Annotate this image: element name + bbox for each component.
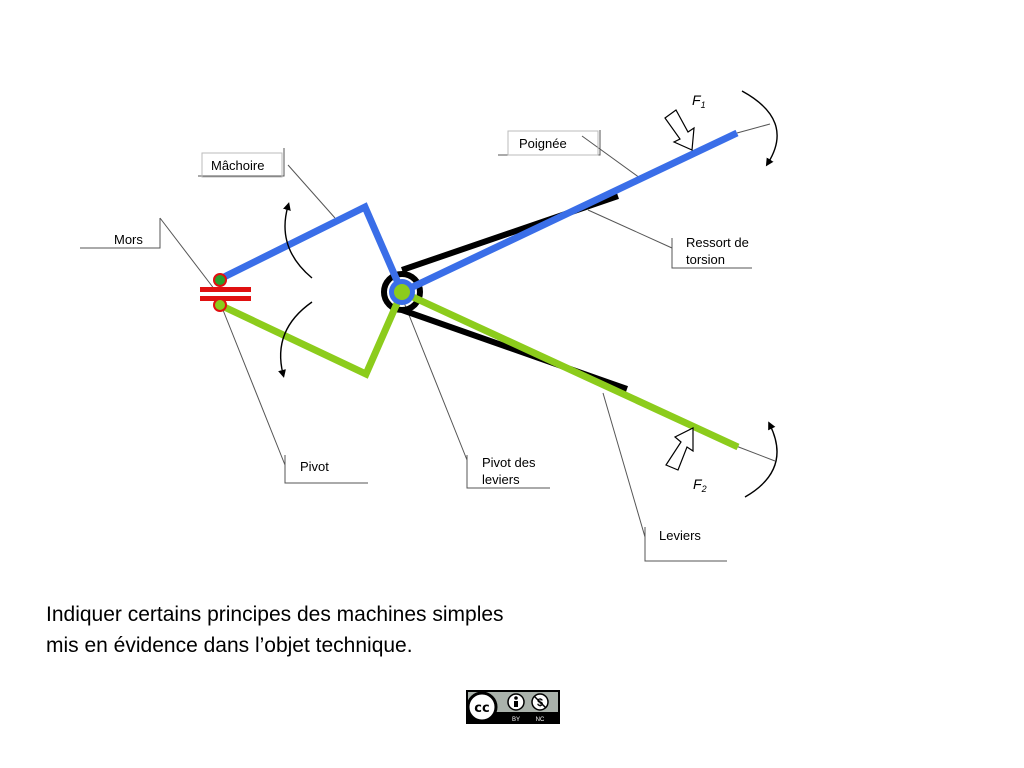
bracket-ressort (671, 238, 752, 269)
cc-logo-icon (466, 691, 498, 723)
leader-machoire (287, 164, 336, 219)
leader-pivot-leviers (402, 299, 468, 461)
bracket-pivot (284, 455, 368, 484)
jaw-pivot-lower (213, 298, 227, 312)
bracket-leviers (644, 527, 727, 562)
rotation-arrow-upper-jaw (283, 202, 313, 279)
jaw-mark-upper (200, 287, 251, 292)
label-ressort-line1: Ressort de (686, 235, 749, 250)
leader-pivot (220, 304, 286, 466)
cc-license-badge: cc $ BY NC (466, 690, 560, 724)
main-pivot-center (394, 284, 410, 300)
jaw-mark-lower (200, 296, 251, 301)
label-pivot-leviers-line2: leviers (482, 472, 520, 487)
leader-ressort (587, 209, 673, 249)
rotation-arrow-f2 (744, 421, 778, 498)
force-label-f2: F2 (693, 476, 707, 494)
torsion-spring (381, 193, 628, 392)
frame-poignee (507, 130, 599, 156)
label-machoire: Mâchoire (211, 158, 264, 173)
rotation-arrow-lower-jaw (278, 301, 313, 378)
upper-lever (218, 129, 739, 297)
bracket-machoire (198, 148, 285, 177)
label-mors: Mors (114, 232, 143, 247)
badge-nc-text: NC (536, 717, 545, 723)
instruction-caption: Indiquer certains principes des machines… (46, 603, 504, 657)
frame-machoire (201, 152, 283, 178)
by-person-head (514, 696, 518, 700)
leader-mors (159, 217, 216, 291)
label-poignee: Poignée (519, 136, 567, 151)
lower-lever (218, 287, 740, 451)
force-label-f1: F1 (692, 92, 706, 110)
rotation-arrow-f1 (741, 90, 778, 167)
bracket-mors (80, 218, 161, 249)
label-pivot-leviers-line1: Pivot des (482, 455, 536, 470)
leader-leviers (602, 392, 646, 538)
rotation-arrows (278, 90, 778, 498)
cc-logo-text: cc (474, 701, 489, 716)
force-arrows (664, 109, 695, 471)
bracket-pivot-leviers (466, 455, 550, 489)
label-brackets (80, 130, 752, 562)
spring-coil (381, 271, 423, 313)
label-leviers: Leviers (659, 528, 701, 543)
leader-poignee (581, 135, 641, 179)
leader-f1-axis (736, 123, 771, 134)
nc-strike (533, 695, 547, 709)
jaw-pivot-upper (213, 273, 227, 287)
leader-f2-axis (735, 445, 776, 462)
label-ressort-line2: torsion (686, 252, 725, 267)
jaw-tips (200, 273, 251, 312)
badge-by-text: BY (512, 717, 520, 723)
label-pivot: Pivot (300, 459, 329, 474)
by-person-body (514, 701, 518, 707)
force-arrow-f2-icon (665, 427, 694, 471)
force-arrow-f1-icon (664, 109, 695, 151)
leader-lines (159, 123, 776, 538)
